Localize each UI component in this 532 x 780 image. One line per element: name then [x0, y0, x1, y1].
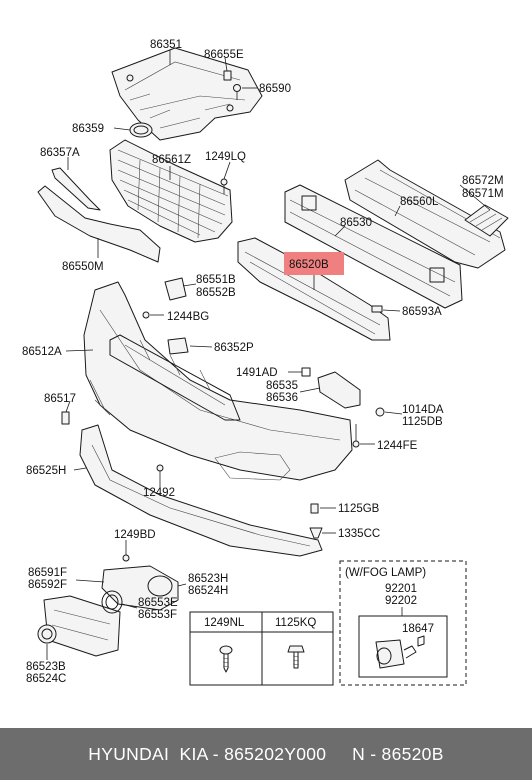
label-86591f: 86591F [28, 567, 67, 579]
fog-lamp-box-title: (W/FOG LAMP) [345, 567, 426, 579]
clip-1335cc[interactable] [309, 527, 323, 539]
label-86359: 86359 [72, 123, 104, 135]
label-1125db: 1125DB [402, 416, 443, 428]
bolt-1125kq-icon [287, 645, 305, 669]
label-86655e: 86655E [204, 49, 244, 61]
highlight-box [284, 252, 344, 275]
energy-absorber[interactable] [344, 159, 506, 269]
fog-lamp-bracket-86523h[interactable] [101, 565, 179, 611]
bolt-1244fe[interactable] [352, 424, 360, 448]
label-86351: 86351 [150, 39, 182, 51]
bolt-1244bg[interactable] [142, 311, 150, 319]
bolt-12492[interactable] [156, 464, 164, 482]
fastener-header-1125kq: 1125KQ [275, 617, 316, 629]
label-86524c: 86524C [26, 673, 66, 685]
label-86517: 86517 [44, 393, 76, 405]
fog-lamp-icon [375, 639, 417, 669]
label-1249bd: 1249BD [114, 529, 156, 541]
label-1125gb: 1125GB [338, 503, 380, 515]
label-1244fe: 1244FE [377, 440, 418, 452]
clip-86517[interactable] [61, 411, 70, 425]
label-86561z: 86561Z [152, 154, 191, 166]
screw-86590[interactable] [233, 84, 241, 101]
label-86560l: 86560L [400, 196, 439, 208]
label-1249lq: 1249LQ [205, 151, 246, 163]
label-86523b: 86523B [26, 661, 66, 673]
label-86593a: 86593A [402, 306, 442, 318]
callout-labels: 86351 86655E 86590 86359 86357A 86561Z 1… [22, 39, 504, 685]
label-92202: 92202 [385, 595, 417, 607]
label-86352p: 86352P [214, 342, 254, 354]
label-86553e: 86553E [138, 597, 178, 609]
label-18647: 18647 [402, 623, 434, 635]
parts-diagram: 86351 86655E 86590 86359 86357A 86561Z 1… [22, 39, 509, 686]
bumper-upper-bracket[interactable] [109, 334, 241, 421]
label-86592f: 86592F [28, 579, 67, 591]
fastener-header-1249nl: 1249NL [204, 617, 245, 629]
label-86535: 86535 [266, 380, 298, 392]
emblem[interactable] [129, 122, 153, 138]
label-86571m: 86571M [462, 188, 504, 200]
bumper-beam[interactable] [284, 184, 463, 309]
label-86551b: 86551B [196, 274, 236, 286]
side-bracket-86535[interactable] [301, 367, 361, 409]
bolt-1249bd[interactable] [122, 554, 130, 562]
label-86553f: 86553F [138, 609, 177, 621]
bolt-1125gb[interactable] [310, 503, 319, 514]
label-86523h: 86523H [188, 573, 228, 585]
cap-86523b[interactable] [37, 624, 57, 644]
fog-ring-86553e[interactable] [101, 590, 123, 614]
label-12492: 12492 [143, 487, 175, 499]
fog-lamp-cover-86591f[interactable] [43, 595, 121, 657]
absorber-bracket-86572m[interactable] [464, 204, 509, 237]
front-grille[interactable] [109, 139, 233, 243]
label-86572m: 86572M [462, 175, 504, 187]
lower-bumper-lip[interactable] [79, 424, 323, 557]
label-86357a: 86357A [40, 147, 80, 159]
label-86590: 86590 [259, 83, 291, 95]
label-86524h: 86524H [188, 585, 228, 597]
label-86525h: 86525H [26, 465, 66, 477]
bolt-1014da[interactable] [375, 407, 385, 417]
grille-garnish-strip[interactable] [51, 167, 101, 211]
front-bumper-cover[interactable] [83, 281, 353, 481]
label-92201: 92201 [385, 583, 417, 595]
fog-lamp-box: (W/FOG LAMP) 92201 92202 18647 [339, 560, 467, 686]
clip-86593a[interactable] [371, 305, 383, 313]
label-86512a: 86512A [22, 346, 62, 358]
label-86530: 86530 [340, 217, 372, 229]
label-86552b: 86552B [196, 287, 236, 299]
footer-part-number: HYUNDAI KIA - 865202Y000 N - 86520B [0, 728, 532, 780]
label-1244bg: 1244BG [167, 311, 209, 323]
clip-86655e[interactable] [223, 70, 232, 81]
label-1014da: 1014DA [402, 404, 444, 416]
leader-lines [46, 50, 491, 660]
bracket-86352p[interactable] [167, 337, 189, 355]
screw-1249nl-icon [219, 645, 233, 673]
bulb-18647-icon [417, 635, 425, 647]
label-86520b: 86520B [289, 259, 329, 271]
label-86550m: 86550M [62, 261, 104, 273]
label-1491ad: 1491AD [236, 367, 278, 379]
bracket-86551b[interactable] [164, 277, 187, 301]
label-86536: 86536 [266, 392, 298, 404]
label-1335cc: 1335CC [338, 528, 380, 540]
fastener-table: 1249NL 1125KQ [189, 611, 334, 686]
bumper-garnish-86550m[interactable] [37, 185, 161, 263]
